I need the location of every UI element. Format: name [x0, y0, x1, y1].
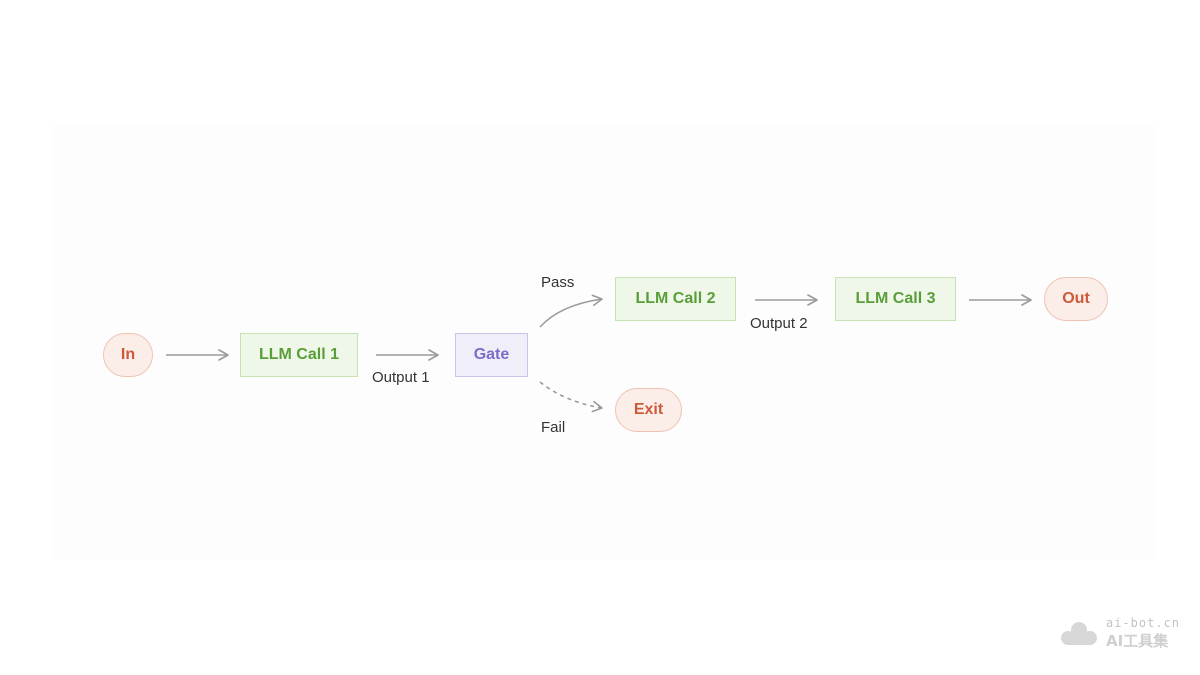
watermark-text: ai-bot.cn	[1106, 616, 1181, 630]
watermark-logo-text: AI工具集	[1106, 632, 1169, 650]
node-gate: Gate	[455, 333, 528, 377]
arrow-gate-fail	[539, 381, 603, 413]
edge-label-output-2: Output 2	[750, 315, 808, 332]
edge-label-fail: Fail	[541, 419, 566, 436]
edge-label-output-1: Output 1	[372, 369, 430, 386]
node-llm-call-1: LLM Call 1	[240, 333, 358, 377]
watermark: ai-bot.cn AI工具集	[1058, 616, 1192, 650]
node-exit: Exit	[615, 388, 682, 432]
watermark-logo-icon	[1061, 622, 1097, 645]
node-llm-call-3: LLM Call 3	[835, 277, 956, 321]
edge-label-pass: Pass	[541, 274, 575, 291]
node-llm-call-2: LLM Call 2	[615, 277, 736, 321]
node-in: In	[103, 333, 153, 377]
arrow-gate-pass	[539, 294, 603, 328]
node-out: Out	[1044, 277, 1108, 321]
diagram-panel	[52, 124, 1156, 560]
